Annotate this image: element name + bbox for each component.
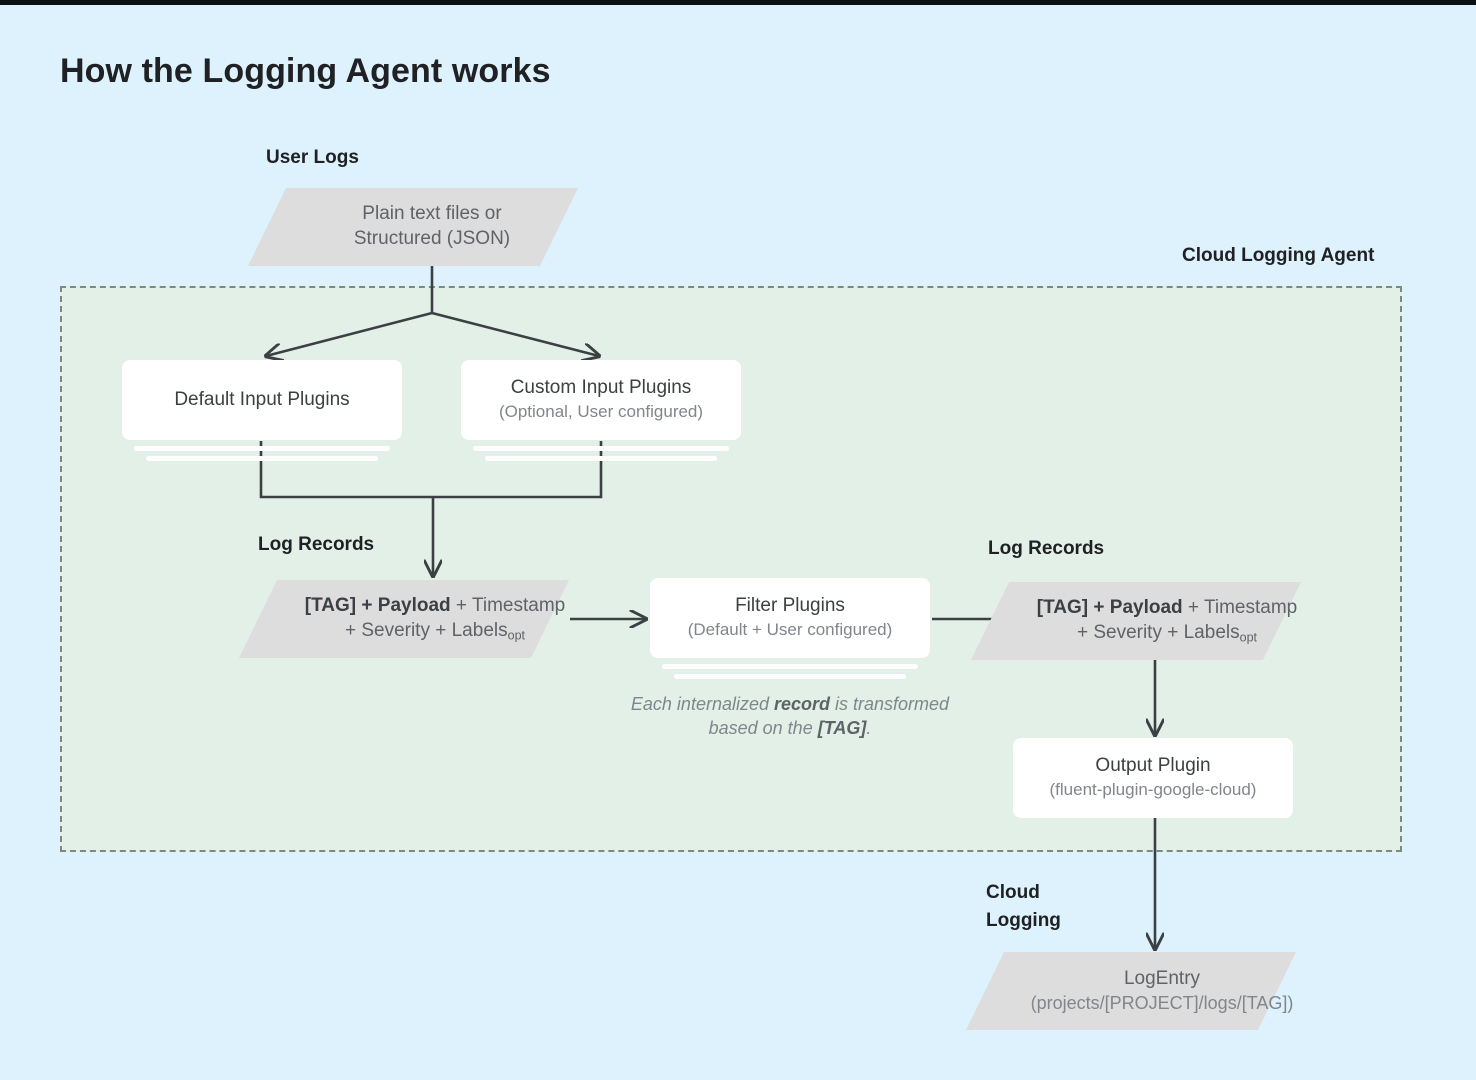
note-suffix: . <box>866 717 872 738</box>
note-bold-tag: [TAG] <box>817 717 867 738</box>
output-plugin-subtitle: (fluent-plugin-google-cloud) <box>1049 779 1257 799</box>
filter-plugins-subtitle: (Default + User configured) <box>687 619 893 639</box>
note-bold-record: record <box>774 694 831 714</box>
caption-log-records-left: Log Records <box>258 534 375 555</box>
custom-input-plugins-stack-line-2 <box>485 456 717 461</box>
node-source-shape <box>247 188 579 266</box>
note-prefix: Each internalized <box>630 694 774 714</box>
caption-cloud-logging-agent: Cloud Logging Agent <box>1182 245 1375 266</box>
default-input-plugins-stack-line-1 <box>134 446 390 451</box>
custom-input-plugins-subtitle: (Optional, User configured) <box>498 401 704 421</box>
default-input-plugins-title: Default Input Plugins <box>174 388 350 410</box>
node-output-plugin[interactable]: Output Plugin (fluent-plugin-google-clou… <box>1013 738 1293 818</box>
default-input-plugins-stack-line-2 <box>146 456 378 461</box>
filter-plugins-stack-line-2 <box>674 674 906 679</box>
node-log-record-left-shape <box>238 580 570 658</box>
filter-plugins-stack-line-1 <box>662 664 918 669</box>
node-log-entry-shape <box>965 952 1297 1030</box>
page-title: How the Logging Agent works <box>60 52 551 90</box>
filter-plugins-title: Filter Plugins <box>735 595 845 617</box>
caption-cloud-logging: Cloud Logging <box>986 882 1061 931</box>
top-border-band <box>0 0 1476 5</box>
output-plugin-title: Output Plugin <box>1095 755 1211 777</box>
node-default-input-plugins[interactable]: Default Input Plugins <box>122 360 402 440</box>
caption-user-logs: User Logs <box>266 147 359 168</box>
note-transform-record: Each internalized record is transformed … <box>620 693 960 741</box>
node-custom-input-plugins[interactable]: Custom Input Plugins (Optional, User con… <box>461 360 741 440</box>
node-filter-plugins[interactable]: Filter Plugins (Default + User configure… <box>650 578 930 658</box>
node-log-record-right-shape <box>970 582 1302 660</box>
note-mid: is transformed based on the <box>708 694 950 738</box>
custom-input-plugins-title: Custom Input Plugins <box>510 377 692 399</box>
caption-log-records-right: Log Records <box>988 538 1105 559</box>
custom-input-plugins-stack-line-1 <box>473 446 729 451</box>
